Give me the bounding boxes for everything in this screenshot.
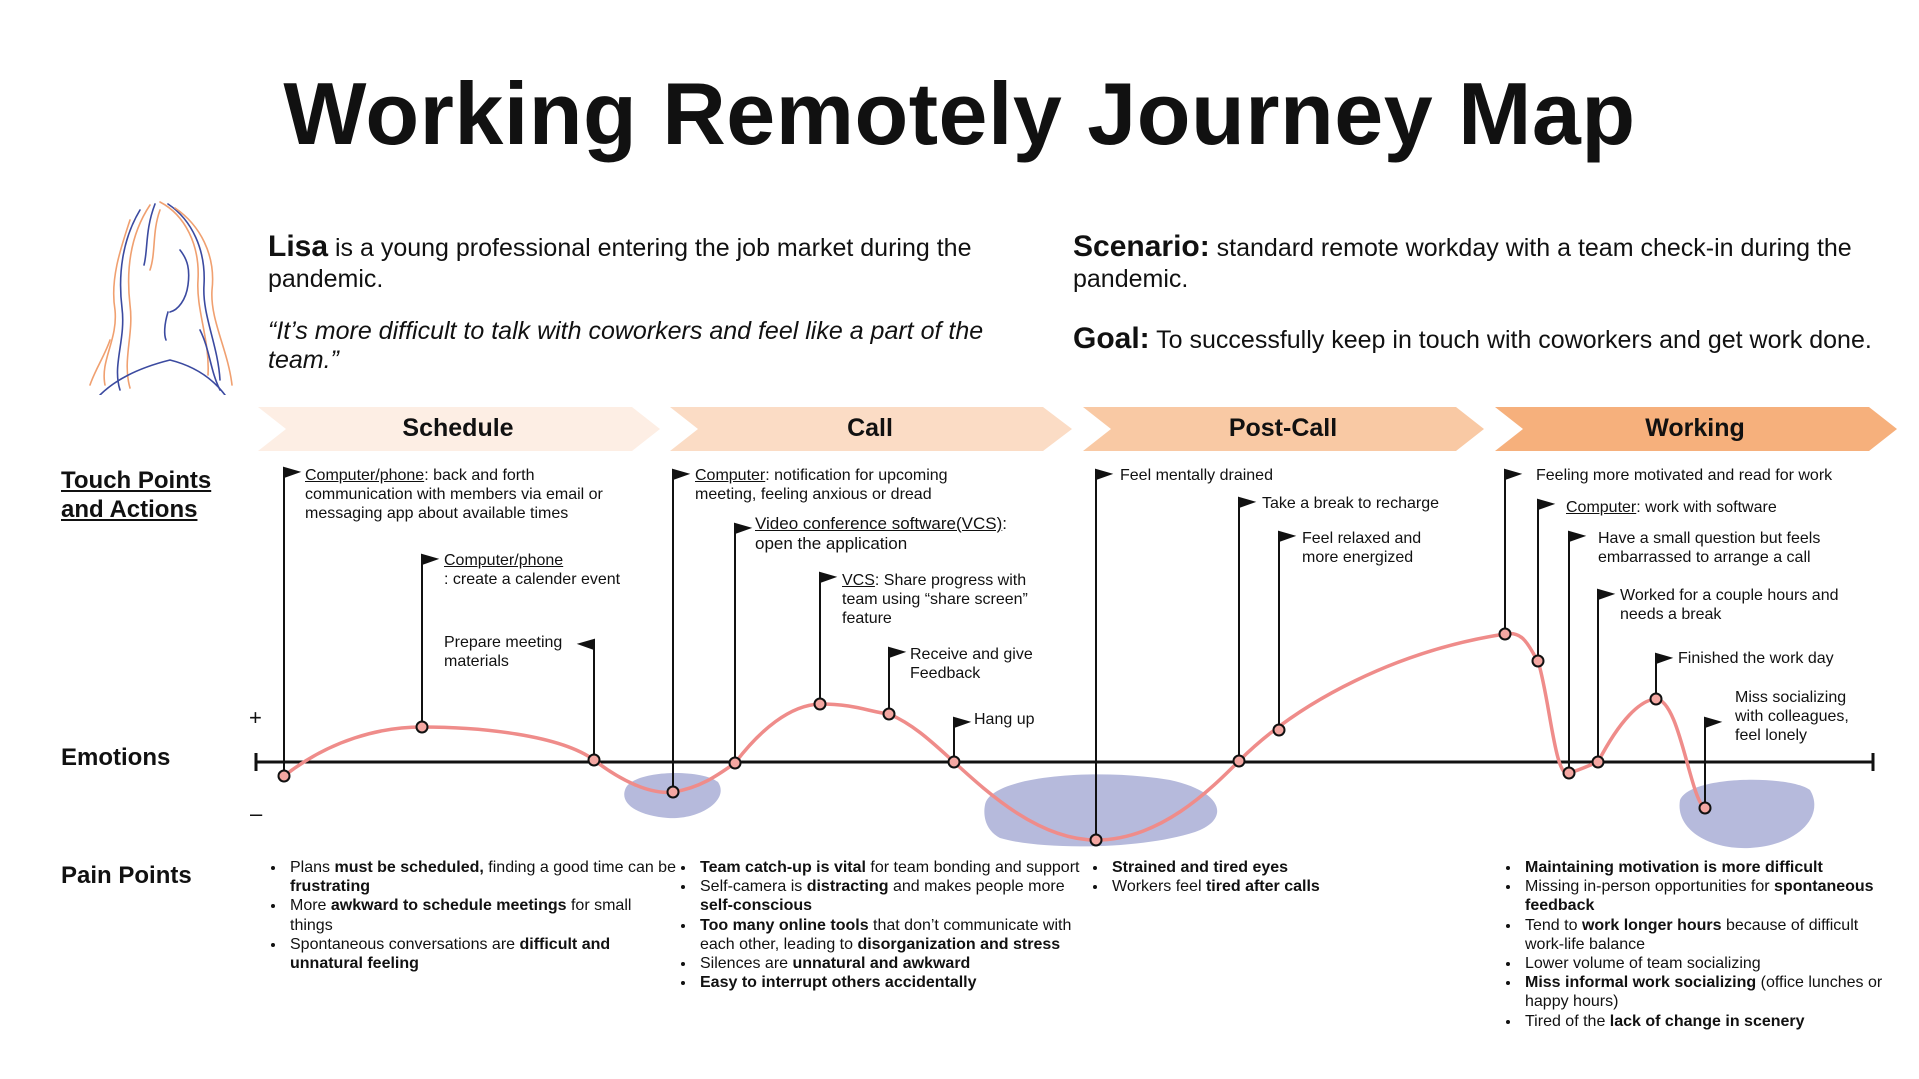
goal-text: To successfully keep in touch with cowor… — [1149, 326, 1872, 354]
emotion-minus-sign: – — [250, 801, 263, 826]
pain-point-working-1: Maintaining motivation is more difficult — [1521, 858, 1891, 877]
goal: Goal: To successfully keep in touch with… — [1073, 322, 1873, 357]
flag-call-1 — [672, 468, 691, 481]
pain-points-call: Team catch-up is vital for team bonding … — [660, 858, 1096, 992]
pain-point-call-3: Too many online tools that don’t communi… — [696, 916, 1096, 954]
touch-point-call-2: Video conference software(VCS): open the… — [755, 514, 1007, 554]
persona-name: Lisa — [268, 230, 329, 263]
pain-point-call-5: Easy to interrupt others accidentally — [696, 973, 1096, 992]
phase-label-postcall: Post-Call — [1228, 414, 1338, 442]
goal-label: Goal: — [1073, 322, 1150, 355]
emotion-dot-12 — [1498, 627, 1512, 641]
flag-working-2 — [1537, 498, 1556, 511]
touch-point-working-4: Worked for a couple hours and needs a br… — [1620, 587, 1839, 624]
emotion-dot-13 — [1531, 654, 1545, 668]
pain-points-postcall: Strained and tired eyesWorkers feel tire… — [1072, 858, 1408, 896]
flag-working-1 — [1504, 468, 1523, 481]
phase-arrows — [258, 407, 1897, 451]
emotion-dot-2 — [415, 720, 429, 734]
flag-postcall-1 — [1095, 468, 1114, 481]
persona-illustration — [89, 201, 233, 395]
pain-point-working-4: Lower volume of team socializing — [1521, 954, 1891, 973]
emotion-dot-6 — [813, 697, 827, 711]
row-label-touch-points: Touch Points and Actions — [61, 467, 212, 523]
touch-point-call-5: Hang up — [974, 711, 1035, 728]
emotion-dot-9 — [1089, 833, 1103, 847]
emotion-dot-16 — [1649, 692, 1663, 706]
flag-call-5 — [953, 716, 972, 729]
flag-working-4 — [1597, 588, 1616, 601]
pain-point-postcall-2: Workers feel tired after calls — [1108, 877, 1408, 896]
flag-working-3 — [1568, 530, 1587, 543]
pain-point-working-3: Tend to work longer hours because of dif… — [1521, 916, 1891, 954]
scenario: Scenario: standard remote workday with a… — [1073, 230, 1873, 293]
flag-call-2 — [734, 522, 753, 535]
touch-point-working-2: Computer: work with software — [1566, 499, 1777, 516]
pain-point-working-5: Miss informal work socializing (office l… — [1521, 973, 1891, 1011]
emotion-dot-14 — [1562, 766, 1576, 780]
pain-point-call-1: Team catch-up is vital for team bonding … — [696, 858, 1096, 877]
phase-label-working: Working — [1645, 414, 1745, 442]
emotion-dot-11 — [1272, 723, 1286, 737]
touch-point-working-6: Miss socializing with colleagues, feel l… — [1735, 689, 1849, 745]
flag-postcall-3 — [1278, 530, 1297, 543]
touch-point-postcall-1: Feel mentally drained — [1120, 467, 1273, 484]
persona-quote: “It’s more difficult to talk with cowork… — [268, 317, 984, 374]
emotion-dot-7 — [882, 707, 896, 721]
pain-point-call-4: Silences are unnatural and awkward — [696, 954, 1096, 973]
touch-point-call-1: Computer: notification for upcoming meet… — [695, 467, 948, 504]
page-title: Working Remotely Journey Map — [283, 64, 1636, 163]
touch-point-schedule-3: Prepare meeting materials — [444, 634, 563, 671]
touch-point-schedule-1: Computer/phone: back and forth communica… — [305, 467, 603, 523]
emotion-dot-5 — [728, 756, 742, 770]
flag-working-6 — [1704, 716, 1723, 729]
touch-point-call-3: VCS: Share progress with team using “sha… — [842, 572, 1028, 628]
scenario-label: Scenario: — [1073, 230, 1210, 263]
pain-blob-working — [1679, 779, 1815, 849]
flag-call-3 — [819, 571, 838, 584]
touch-point-schedule-2: Computer/phone: create a calender event — [444, 552, 621, 589]
phase-arrow-schedule — [258, 407, 660, 451]
emotion-dot-4 — [666, 785, 680, 799]
flag-schedule-3 — [576, 638, 595, 651]
phase-arrow-postcall — [1083, 407, 1484, 451]
emotion-dot-1 — [277, 769, 291, 783]
pain-point-working-6: Tired of the lack of change in scenery — [1521, 1012, 1891, 1031]
pain-point-postcall-1: Strained and tired eyes — [1108, 858, 1408, 877]
flag-schedule-2 — [421, 553, 440, 566]
emotion-dot-17 — [1698, 801, 1712, 815]
pain-points-schedule: Plans must be scheduled, finding a good … — [250, 858, 676, 973]
pain-point-schedule-3: Spontaneous conversations are difficult … — [286, 935, 676, 973]
touch-point-postcall-3: Feel relaxed and more energized — [1302, 530, 1422, 567]
touch-point-working-1: Feeling more motivated and read for work — [1536, 467, 1833, 484]
touch-point-call-4: Receive and give Feedback — [910, 646, 1033, 683]
pain-point-call-2: Self-camera is distracting and makes peo… — [696, 877, 1096, 915]
persona-description: Lisa is a young professional entering th… — [268, 230, 1058, 293]
scenario-text: standard remote workday with a team chec… — [1073, 234, 1852, 293]
persona-summary: is a young professional entering the job… — [268, 234, 972, 293]
row-label-emotions: Emotions — [61, 744, 171, 771]
phase-arrow-call — [670, 407, 1072, 451]
emotion-dot-15 — [1591, 755, 1605, 769]
touch-point-working-5: Finished the work day — [1678, 650, 1834, 667]
emotion-dot-10 — [1232, 754, 1246, 768]
emotion-dot-3 — [587, 753, 601, 767]
emotion-plus-sign: + — [249, 705, 262, 730]
flag-schedule-1 — [283, 466, 302, 479]
flag-postcall-2 — [1238, 496, 1257, 509]
phase-arrow-working — [1495, 407, 1897, 451]
row-label-pain-points: Pain Points — [61, 862, 192, 889]
phase-label-schedule: Schedule — [402, 414, 514, 442]
pain-points-working: Maintaining motivation is more difficult… — [1485, 858, 1891, 1031]
touch-point-working-3: Have a small question but feels embarras… — [1598, 530, 1821, 567]
phase-label-call: Call — [847, 414, 893, 442]
emotion-dot-8 — [947, 755, 961, 769]
pain-point-schedule-2: More awkward to schedule meetings for sm… — [286, 896, 676, 934]
touch-point-postcall-2: Take a break to recharge — [1262, 495, 1439, 512]
pain-point-schedule-1: Plans must be scheduled, finding a good … — [286, 858, 676, 896]
flag-working-5 — [1655, 652, 1674, 665]
flag-call-4 — [888, 646, 907, 659]
pain-point-working-2: Missing in-person opportunities for spon… — [1521, 877, 1891, 915]
